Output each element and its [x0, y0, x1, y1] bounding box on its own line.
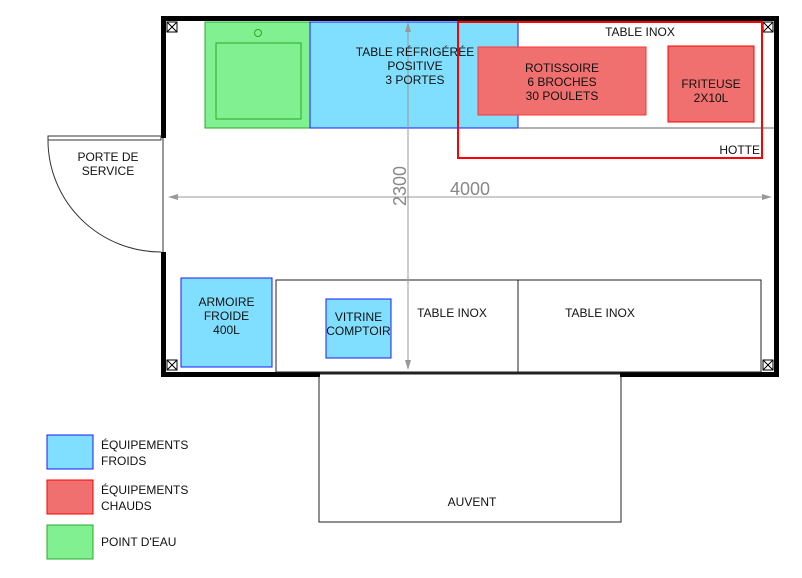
faucet-icon	[254, 29, 262, 37]
corner-post-icons	[166, 21, 774, 371]
sink-basin	[215, 42, 302, 120]
hotte	[457, 21, 763, 159]
dimension-lines	[168, 22, 772, 370]
table-inox-top-label: TABLE INOX	[605, 25, 675, 39]
walls	[161, 16, 779, 377]
service-door	[47, 135, 164, 253]
auvent-label: AUVENT	[447, 495, 497, 509]
depth-dimension: 2300	[390, 165, 410, 207]
legend-water-label: POINT D'EAU	[101, 535, 177, 549]
rotissoire	[477, 46, 647, 116]
legend-swatch-water	[46, 524, 94, 560]
sink	[204, 21, 311, 129]
friteuse	[667, 45, 755, 123]
table-inox-2-label: TABLE INOX	[565, 306, 635, 320]
armoire-froide	[180, 277, 273, 368]
width-dimension: 4000	[449, 179, 491, 199]
legend-swatch-cold	[46, 434, 94, 470]
auvent-outline	[318, 372, 622, 523]
vitrine-comptoir	[325, 298, 392, 359]
legend-swatch-hot	[46, 479, 94, 515]
hotte-label: HOTTE	[719, 143, 760, 157]
table-inox-1-label: TABLE INOX	[417, 306, 487, 320]
